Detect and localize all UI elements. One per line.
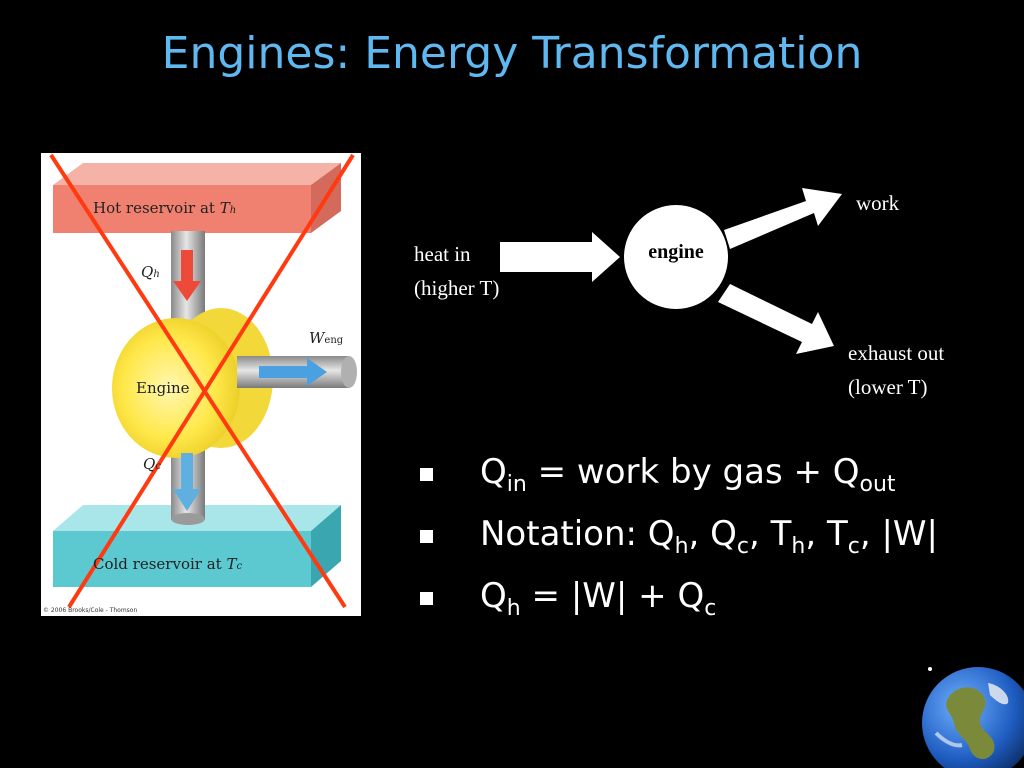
earth-globe-icon	[922, 667, 1024, 768]
work-label: work	[856, 191, 900, 215]
cross-line-1	[49, 153, 347, 609]
cold-reservoir	[53, 531, 311, 587]
bullet-square-icon	[420, 468, 433, 481]
bullet-text: Notation: Qh, Qc, Th, Tc, |W|	[480, 514, 939, 559]
bullet-text: Qin = work by gas + Qout	[480, 452, 896, 497]
cold-reservoir-label: Cold reservoir at Tc	[93, 555, 243, 573]
work-arrow	[307, 358, 327, 386]
heat-in-arrow	[500, 232, 620, 282]
engine-body	[112, 318, 240, 458]
bullet-text: Qh = |W| + Qc	[480, 576, 717, 621]
figure-copyright: © 2006 Brooks/Cole - Thomson	[43, 607, 138, 614]
heat-engine-figure: Hot reservoir at Th Qh Engine Weng Qc Co…	[41, 153, 361, 616]
bullet-square-icon	[420, 592, 433, 605]
work-arrow-out	[724, 188, 842, 249]
engine-figure-label: Engine	[136, 379, 190, 397]
bullet-square-icon	[420, 530, 433, 543]
weng-label: Weng	[309, 329, 344, 347]
engine-label: engine	[648, 241, 704, 263]
qh-label: Qh	[141, 263, 160, 281]
engine-circle	[624, 205, 728, 309]
heat-in-label: heat in (higher T)	[414, 242, 500, 300]
cross-line-2	[67, 153, 355, 609]
exhaust-arrow-out	[718, 284, 834, 354]
exhaust-label: exhaust out (lower T)	[848, 341, 945, 399]
hot-reservoir-top	[53, 163, 341, 185]
heat-engine-illustration	[49, 153, 357, 609]
qc-arrow	[173, 489, 201, 511]
qh-arrow	[173, 281, 201, 301]
qc-label: Qc	[143, 455, 161, 473]
slide-title: Engines: Energy Transformation	[161, 28, 863, 79]
hot-reservoir-label: Hot reservoir at Th	[93, 199, 237, 217]
